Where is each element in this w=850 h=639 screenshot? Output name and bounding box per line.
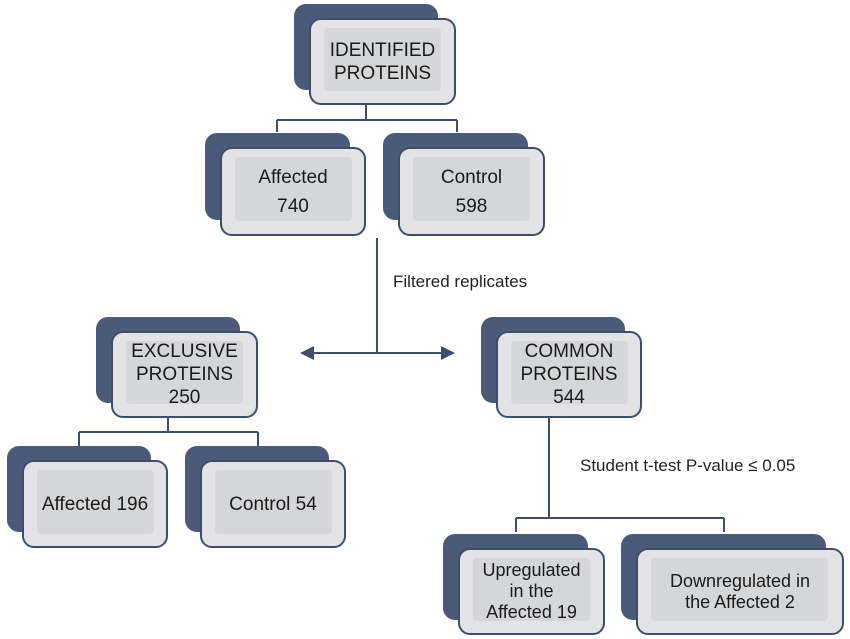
t-test-label: Student t-test P-value ≤ 0.05 — [580, 456, 796, 475]
upregulated-box: Upregulated in the Affected 19 — [458, 548, 605, 635]
identified-line1: IDENTIFIED — [329, 39, 436, 61]
exclusive-control-box: Control 54 — [200, 460, 346, 548]
control-count: 598 — [455, 195, 488, 217]
exclusive-affected-label: Affected 196 — [41, 493, 149, 515]
exclusive-line1: EXCLUSIVE — [131, 341, 238, 362]
identified-line2: PROTEINS — [333, 62, 432, 84]
common-proteins-box: COMMON PROTEINS 544 — [496, 331, 642, 418]
affected-label: Affected — [258, 166, 328, 188]
filtered-replicates-label: Filtered replicates — [393, 272, 528, 291]
downregulated-line2: the Affected 2 — [685, 591, 795, 612]
affected-box: Affected 740 — [220, 147, 366, 236]
common-count: 544 — [553, 387, 585, 408]
exclusive-count: 250 — [168, 387, 201, 408]
downregulated-line1: Downregulated in — [669, 570, 811, 591]
common-line2: PROTEINS — [520, 364, 618, 385]
exclusive-control-label: Control 54 — [229, 493, 317, 515]
identified-proteins-box: IDENTIFIED PROTEINS — [309, 18, 456, 105]
exclusive-affected-box: Affected 196 — [22, 460, 168, 548]
control-box: Control 598 — [398, 147, 545, 236]
arrowhead-right — [441, 346, 455, 360]
affected-count: 740 — [277, 195, 309, 217]
upregulated-line1: Upregulated — [482, 560, 581, 580]
arrowhead-left — [300, 346, 314, 360]
upregulated-line2: in the — [509, 581, 554, 601]
exclusive-line2: PROTEINS — [135, 364, 234, 385]
upregulated-line3: Affected 19 — [486, 602, 577, 622]
downregulated-box: Downregulated in the Affected 2 — [636, 548, 844, 635]
control-label: Control — [440, 166, 503, 188]
common-line1: COMMON — [524, 341, 614, 362]
exclusive-proteins-box: EXCLUSIVE PROTEINS 250 — [111, 331, 258, 418]
